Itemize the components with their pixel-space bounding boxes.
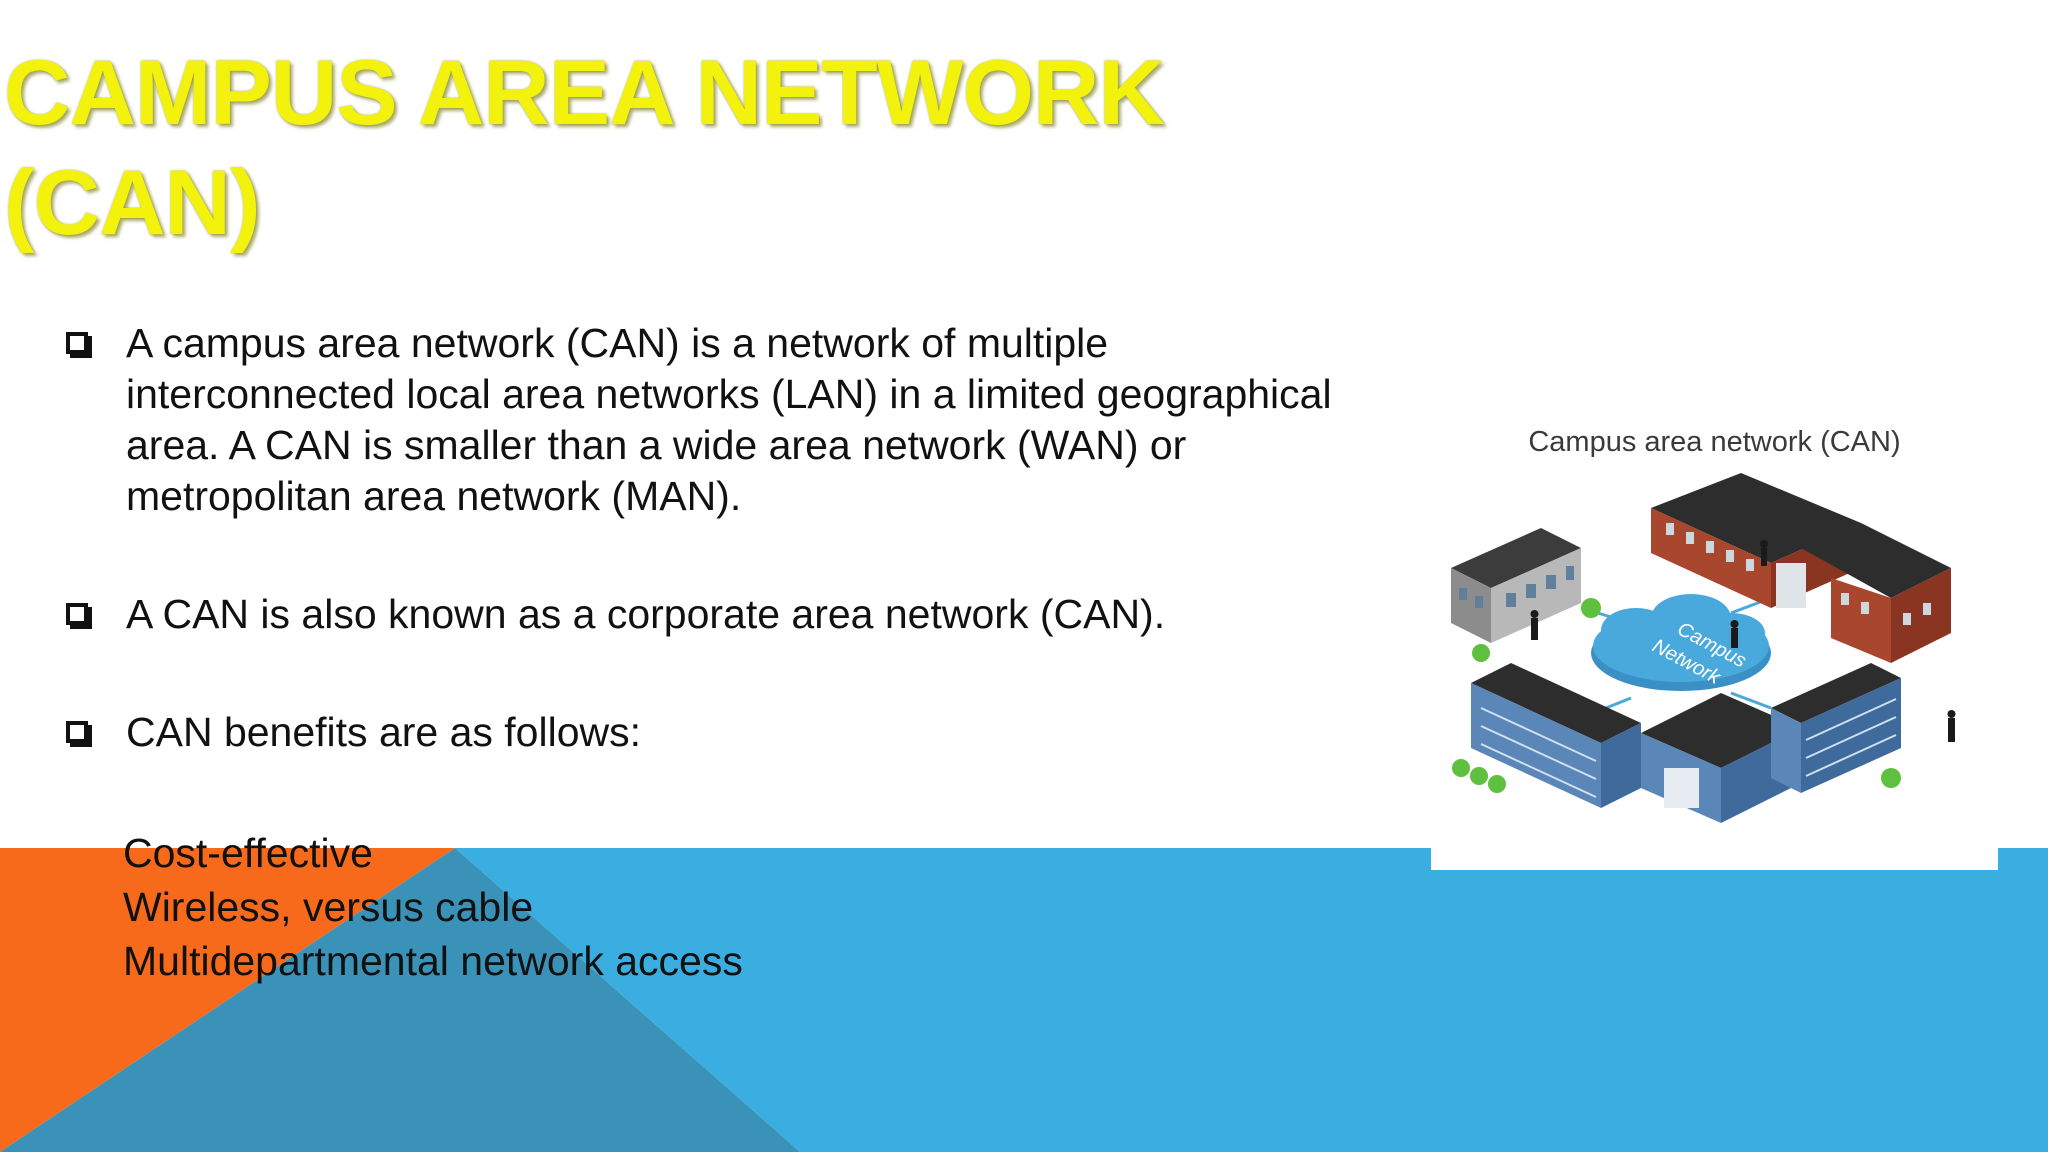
checkbox-bullet-icon bbox=[66, 721, 88, 743]
bullet-text: A CAN is also known as a corporate area … bbox=[126, 591, 1166, 637]
building-bottom-left bbox=[1452, 663, 1641, 808]
benefit-item: Wireless, versus cable bbox=[123, 884, 534, 930]
blue-band bbox=[455, 848, 2048, 1152]
building-bottom-right bbox=[1771, 663, 1901, 793]
campus-network-cloud: Campus Network bbox=[1591, 594, 1771, 691]
bullet-text: CAN benefits are as follows: bbox=[126, 709, 642, 755]
overlap-triangle bbox=[0, 848, 800, 1152]
slide-title: CAMPUS AREA NETWORK (CAN) bbox=[4, 38, 1304, 258]
bullet-item: A CAN is also known as a corporate area … bbox=[62, 589, 1382, 640]
benefit-item: Cost-effective bbox=[123, 830, 373, 876]
bullet-item: A campus area network (CAN) is a network… bbox=[62, 318, 1382, 522]
title-line-2: (CAN) bbox=[4, 152, 261, 254]
title-line-1: CAMPUS AREA NETWORK bbox=[4, 42, 1165, 144]
benefit-list: Cost-effective Wireless, versus cable Mu… bbox=[123, 826, 743, 988]
campus-network-figure: Campus area network (CAN) bbox=[1431, 398, 1998, 870]
bullet-item: CAN benefits are as follows: bbox=[62, 707, 1382, 758]
building-top-left bbox=[1451, 528, 1601, 662]
checkbox-bullet-icon bbox=[66, 603, 88, 625]
building-top-right bbox=[1651, 473, 1951, 663]
figure-caption: Campus area network (CAN) bbox=[1528, 426, 1901, 458]
benefit-item: Multidepartmental network access bbox=[123, 938, 743, 984]
bullet-list: A campus area network (CAN) is a network… bbox=[62, 318, 1382, 758]
bullet-text: A campus area network (CAN) is a network… bbox=[126, 320, 1332, 519]
campus-illustration: Campus Network bbox=[1451, 473, 1956, 823]
checkbox-bullet-icon bbox=[66, 332, 88, 354]
building-bottom-center bbox=[1641, 693, 1801, 823]
people-figures bbox=[1530, 540, 1956, 742]
